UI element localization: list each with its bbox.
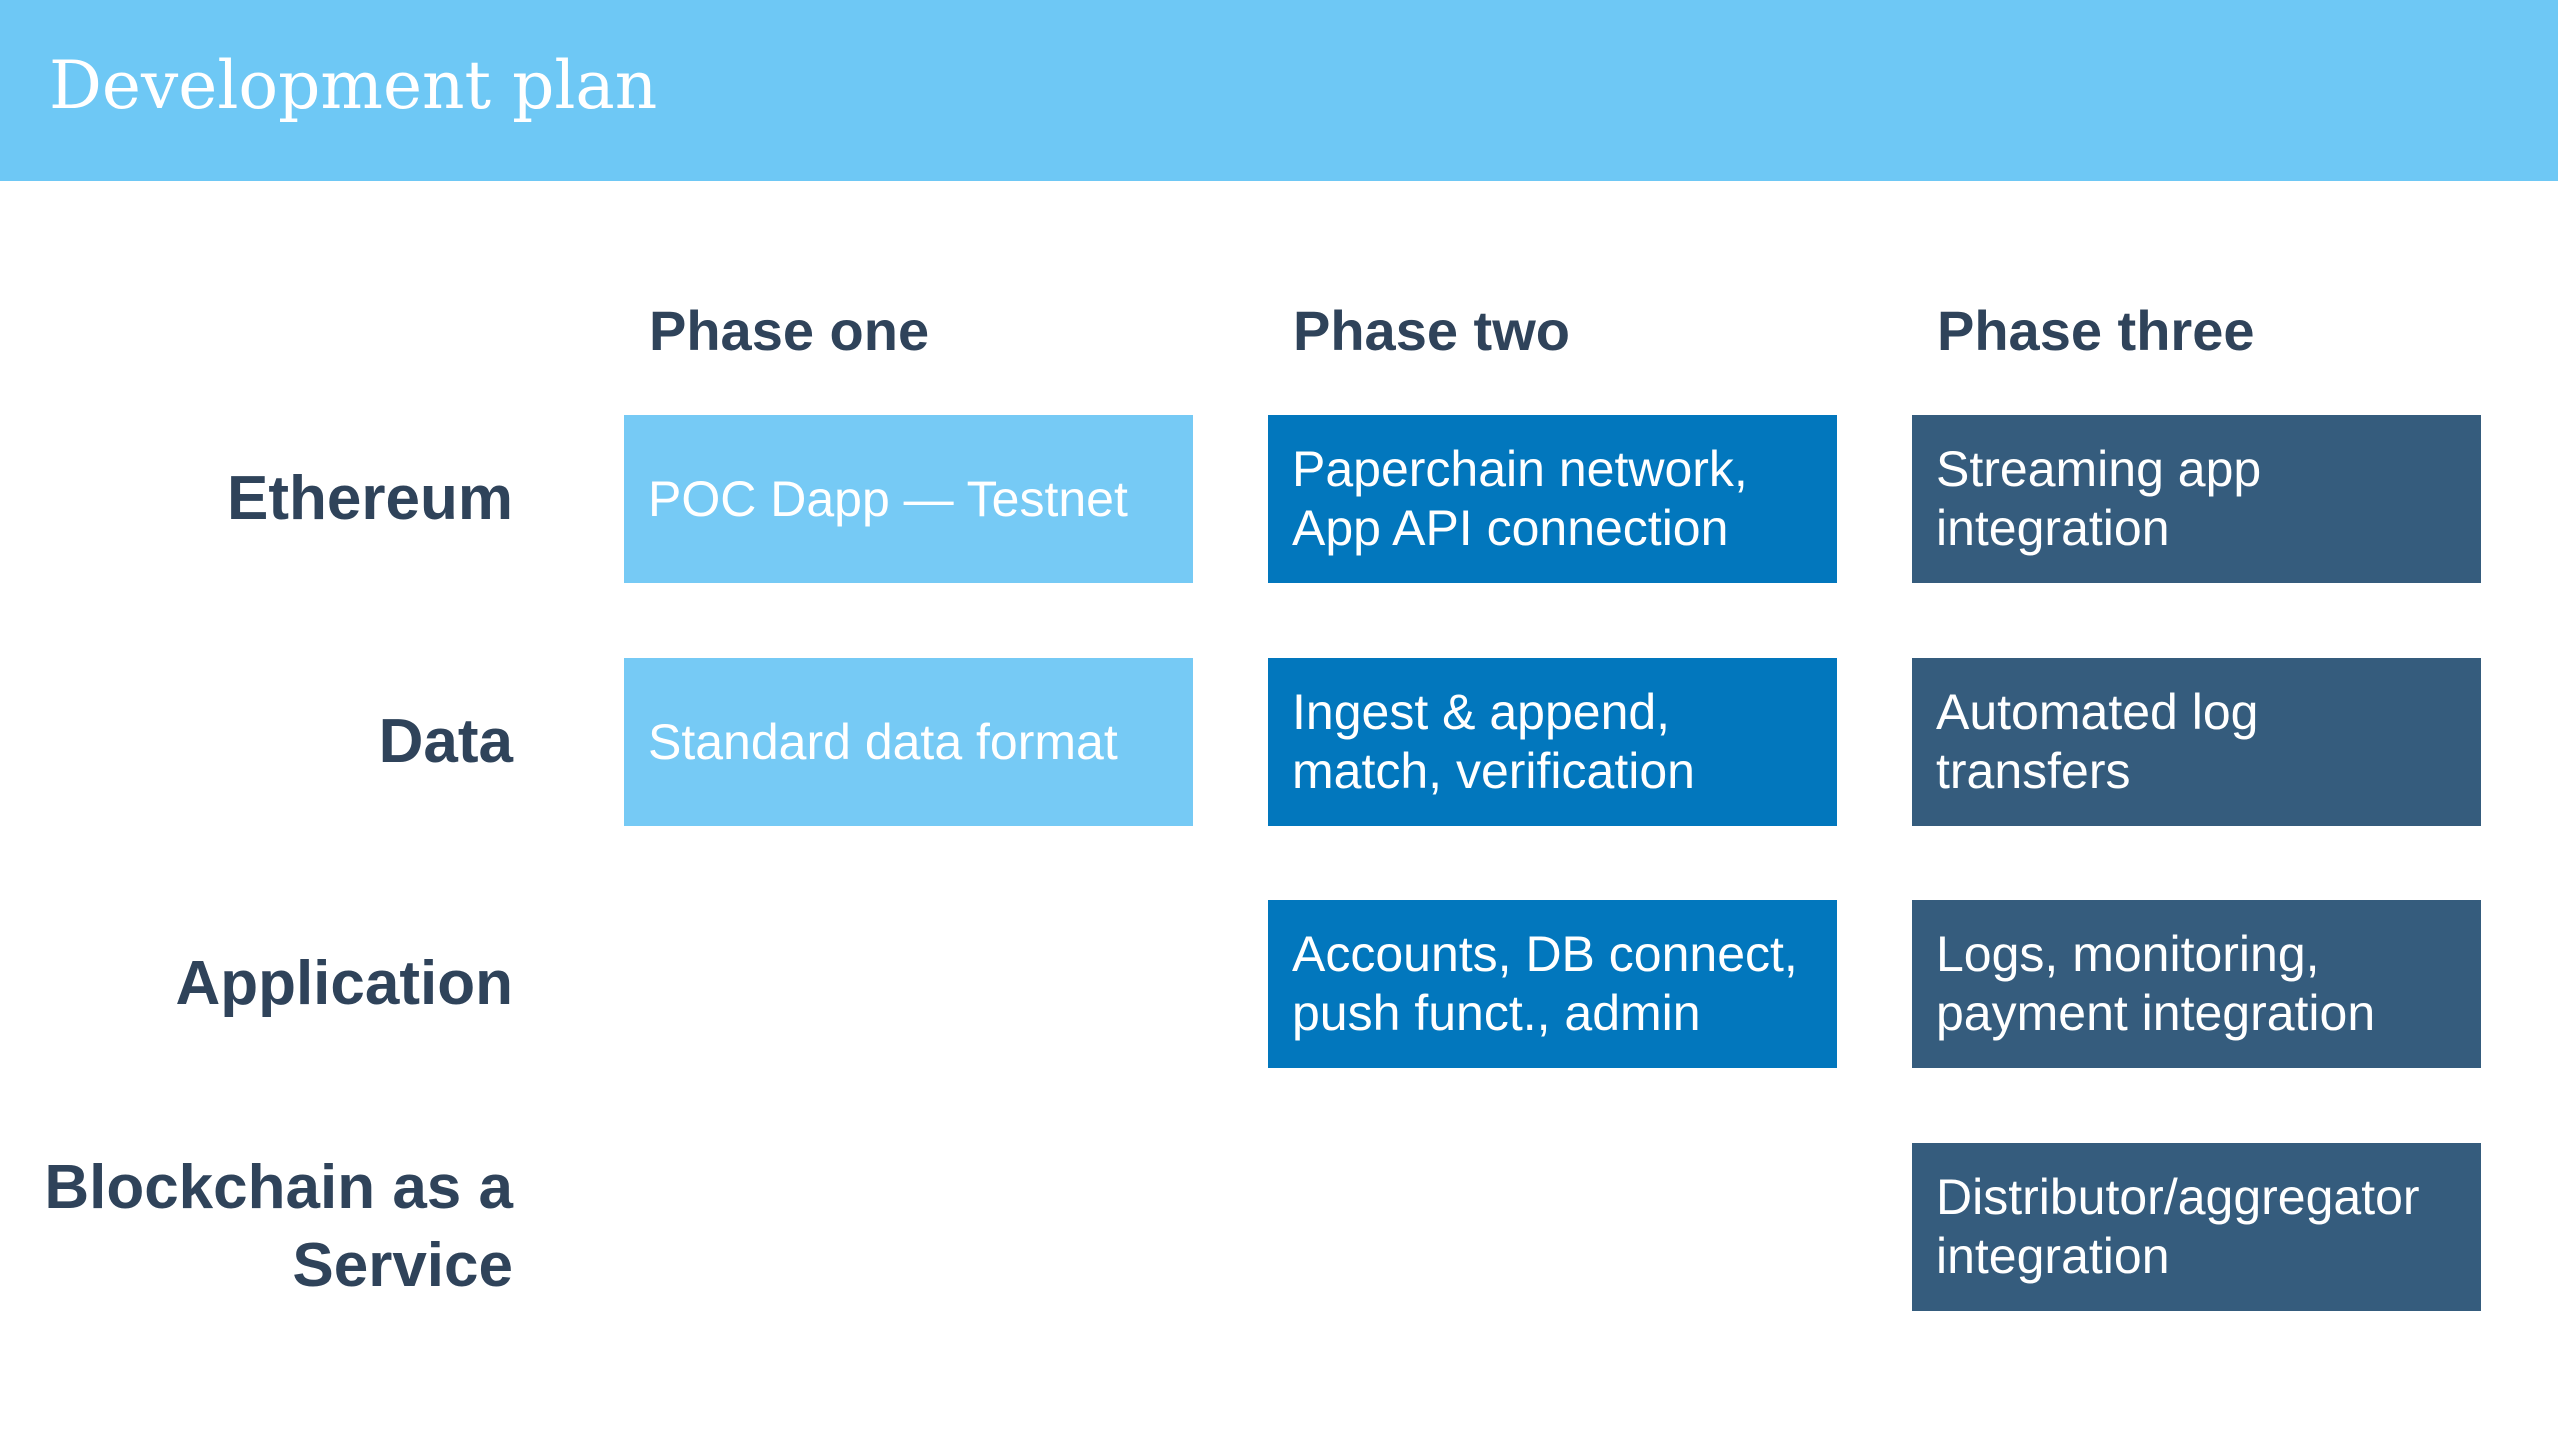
row-label-baas: Blockchain as a Service bbox=[20, 1149, 513, 1305]
phase-two-heading: Phase two bbox=[1293, 299, 1570, 362]
header-bar: Development plan bbox=[0, 0, 2558, 181]
cell-text-line: Logs, monitoring, bbox=[1936, 926, 2320, 982]
phase-three-heading: Phase three bbox=[1937, 299, 2255, 362]
cell-ethereum-phase-three: Streaming app integration bbox=[1912, 415, 2481, 583]
phase-one-heading: Phase one bbox=[649, 299, 930, 362]
row-label-data: Data bbox=[20, 703, 513, 781]
cell-text-line: Standard data format bbox=[648, 713, 1118, 770]
cell-text-line: Ingest & append, bbox=[1292, 684, 1671, 740]
cell-text-line: App API connection bbox=[1292, 500, 1729, 556]
cell-baas-phase-three: Distributor/aggregator integration bbox=[1912, 1143, 2481, 1311]
cell-text-line: integration bbox=[1936, 1228, 2170, 1284]
cell-ethereum-phase-two: Paperchain network, App API connection bbox=[1268, 415, 1837, 583]
cell-text-line: transfers bbox=[1936, 743, 2131, 799]
row-label-baas-line2: Service bbox=[292, 1231, 513, 1300]
page-title: Development plan bbox=[49, 47, 658, 124]
row-label-ethereum-text: Ethereum bbox=[227, 464, 513, 533]
cell-text-line: push funct., admin bbox=[1292, 985, 1701, 1041]
cell-application-phase-two: Accounts, DB connect, push funct., admin bbox=[1268, 900, 1837, 1068]
cell-text-line: match, verification bbox=[1292, 743, 1695, 799]
cell-text-line: Distributor/aggregator bbox=[1936, 1169, 2420, 1225]
row-label-data-text: Data bbox=[378, 707, 513, 776]
cell-ethereum-phase-one: POC Dapp — Testnet bbox=[624, 415, 1193, 583]
row-label-ethereum: Ethereum bbox=[20, 460, 513, 538]
cell-text-line: Accounts, DB connect, bbox=[1292, 926, 1798, 982]
cell-text-line: payment integration bbox=[1936, 985, 2376, 1041]
cell-text-line: Streaming app bbox=[1936, 441, 2262, 497]
cell-text-line: Paperchain network, bbox=[1292, 441, 1748, 497]
cell-text-line: integration bbox=[1936, 500, 2170, 556]
cell-data-phase-two: Ingest & append, match, verification bbox=[1268, 658, 1837, 826]
cell-data-phase-one: Standard data format bbox=[624, 658, 1193, 826]
cell-data-phase-three: Automated log transfers bbox=[1912, 658, 2481, 826]
cell-text-line: Automated log bbox=[1936, 684, 2259, 740]
cell-application-phase-three: Logs, monitoring, payment integration bbox=[1912, 900, 2481, 1068]
row-label-application-text: Application bbox=[175, 949, 513, 1018]
cell-text-line: POC Dapp — Testnet bbox=[648, 470, 1128, 527]
row-label-application: Application bbox=[20, 945, 513, 1023]
row-label-baas-line1: Blockchain as a bbox=[44, 1153, 513, 1222]
